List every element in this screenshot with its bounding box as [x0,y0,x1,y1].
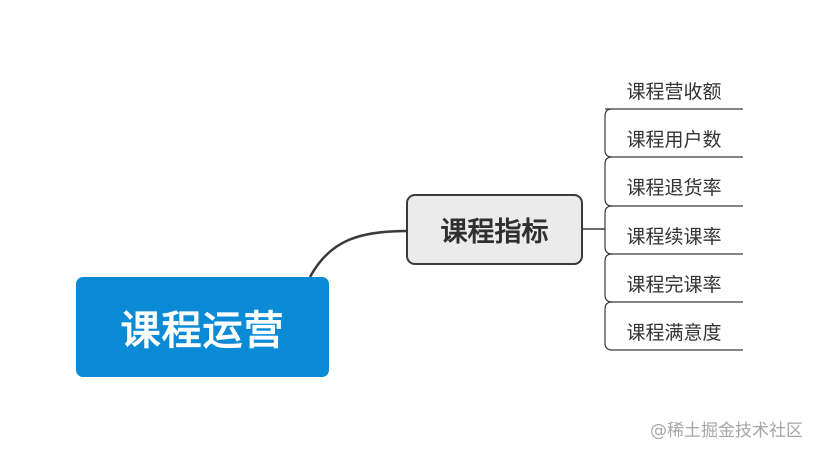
leaf-node-label: 课程营收额 [626,80,722,103]
leaf-node-label: 课程用户数 [626,128,722,151]
leaf-node-user-count[interactable]: 课程用户数 [605,119,743,157]
leaf-node-renewal-rate[interactable]: 课程续课率 [605,216,743,254]
root-node[interactable]: 课程运营 [76,277,329,377]
branch-node-course-metrics[interactable]: 课程指标 [406,194,583,265]
leaf-node-refund-rate[interactable]: 课程退货率 [605,167,743,205]
leaf-node-revenue[interactable]: 课程营收额 [605,71,743,109]
leaf-bracket-lines [604,108,743,351]
leaf-node-label: 课程完课率 [626,273,722,296]
leaf-node-label: 课程续课率 [626,225,722,248]
leaf-node-label: 课程满意度 [626,321,722,344]
leaf-node-label: 课程退货率 [626,176,722,199]
root-to-branch-connector [308,229,408,278]
branch-node-label: 课程指标 [440,217,549,248]
leaf-node-satisfaction[interactable]: 课程满意度 [605,312,743,350]
watermark-text: @稀土掘金技术社区 [650,421,803,441]
leaf-bracket-6 [604,301,743,351]
root-node-label: 课程运营 [120,308,285,354]
leaf-node-completion-rate[interactable]: 课程完课率 [605,264,743,302]
